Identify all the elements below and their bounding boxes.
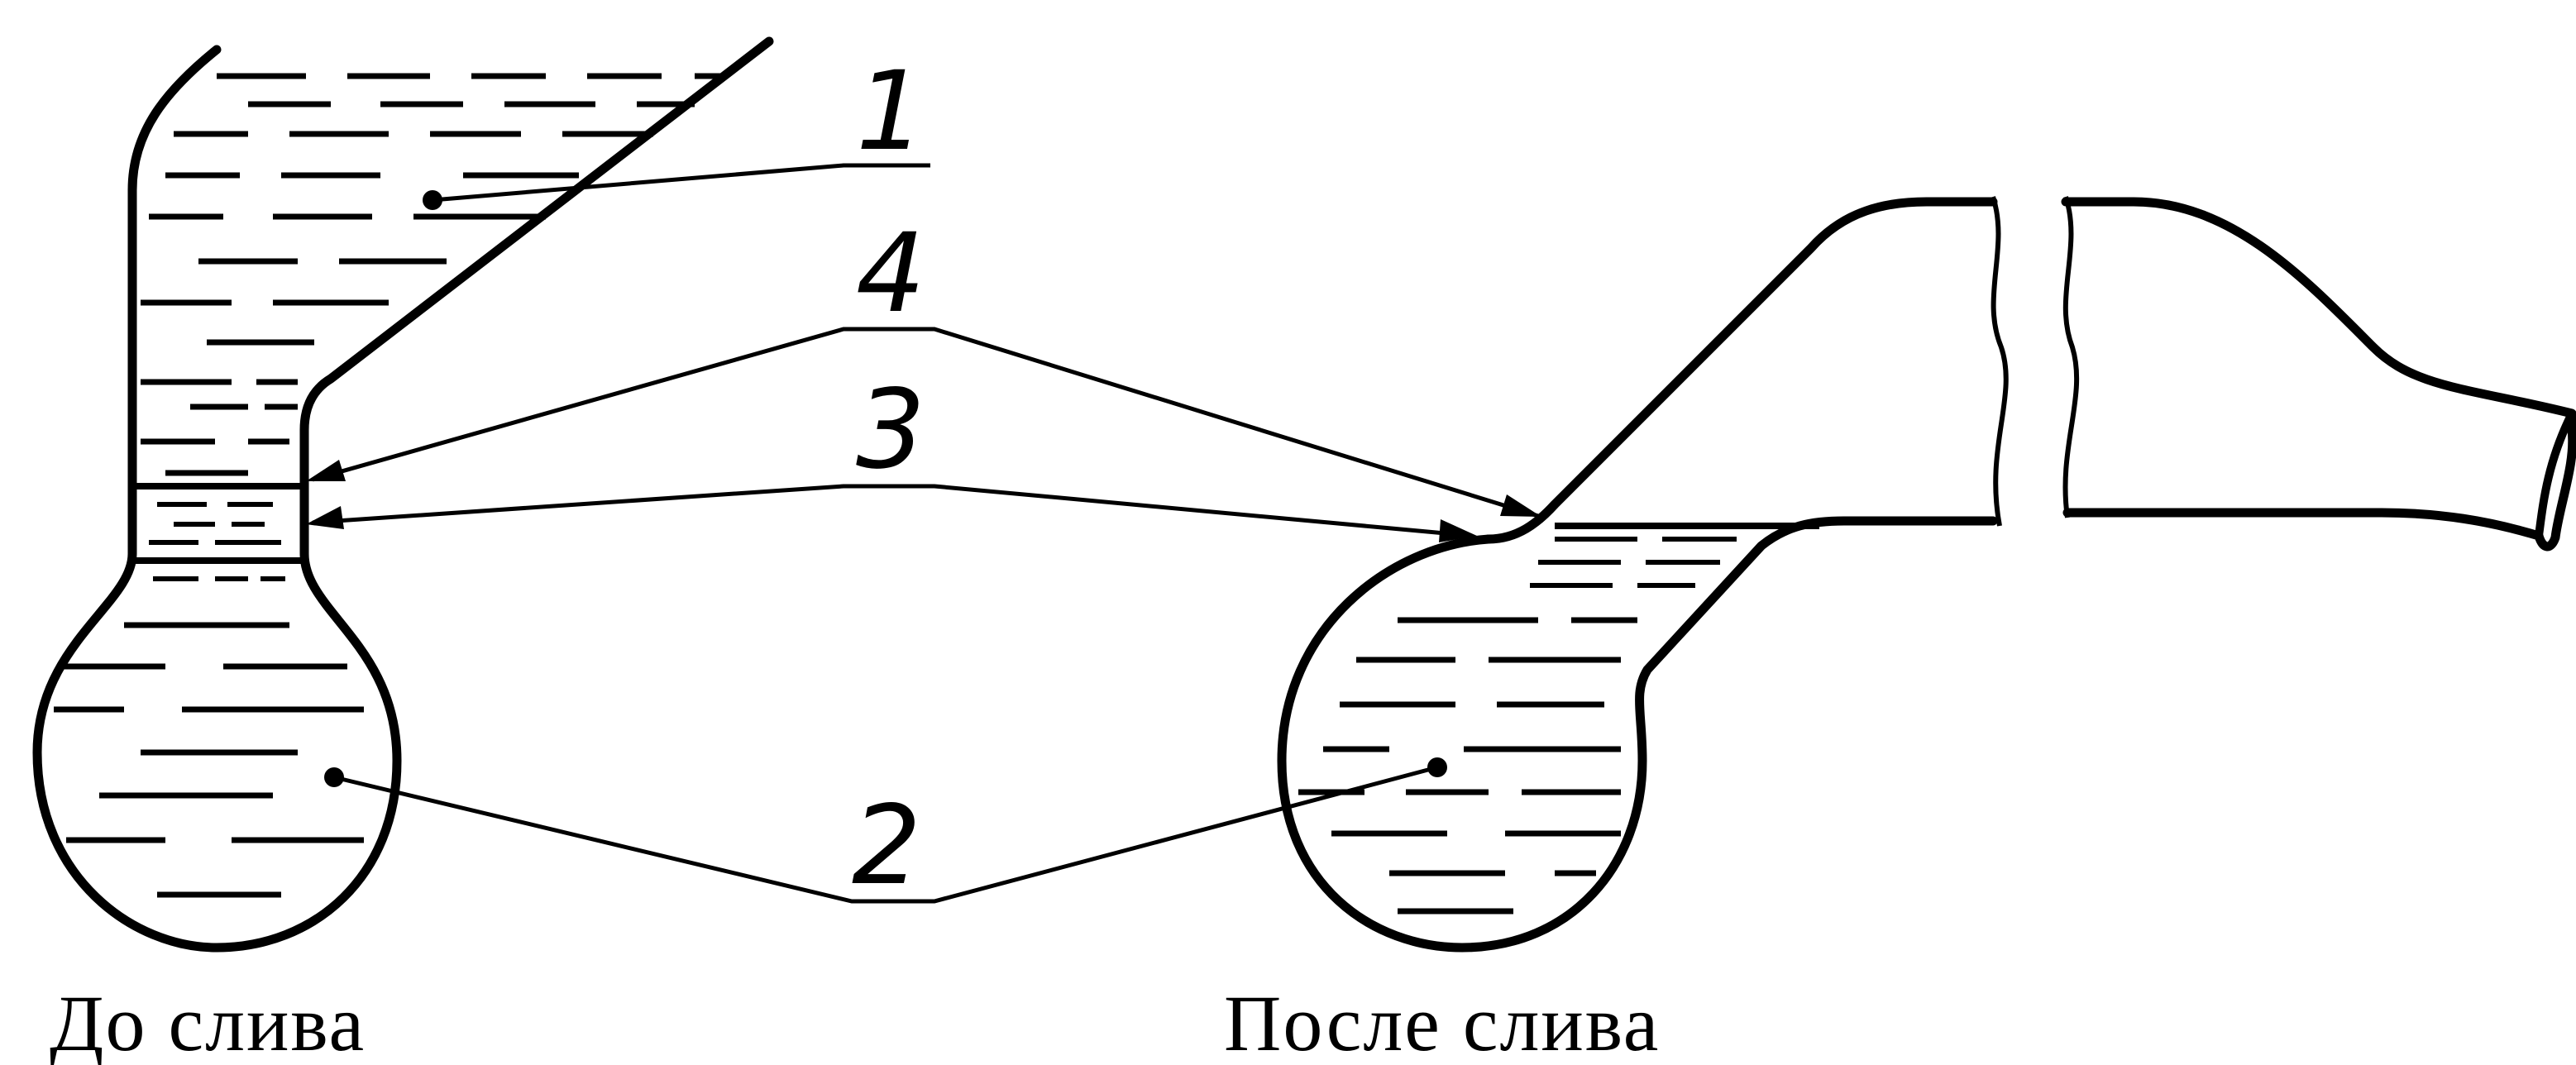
break-mark-right	[2062, 196, 2080, 518]
liquid-3-hatching-right	[1530, 537, 1737, 588]
flask-before-outline	[32, 36, 774, 953]
arrowhead-4-right	[1500, 494, 1541, 517]
flask-after	[1277, 196, 2576, 953]
callout-label-2: 2	[852, 782, 921, 910]
leader-2	[333, 765, 1438, 904]
liquid-1-hatching	[141, 73, 728, 476]
spout-lip	[2535, 411, 2576, 537]
dot-marker-2-right	[1427, 757, 1447, 777]
arrowhead-3-right	[1439, 519, 1477, 542]
caption-after: После слива	[1224, 979, 1660, 1065]
arrowhead-4-left	[306, 460, 346, 481]
liquid-2-hatching-left	[54, 622, 364, 898]
leader-1	[432, 163, 930, 203]
dot-marker-2-left	[324, 767, 344, 787]
leader-3	[312, 484, 1473, 538]
flask-after-outline-bulb	[1277, 516, 1998, 953]
dot-marker-1	[423, 190, 442, 210]
liquid-3-hatching	[149, 502, 285, 581]
caption-before: До слива	[50, 979, 366, 1065]
leader-markers	[306, 190, 1541, 787]
break-mark-left	[1991, 196, 2009, 527]
callout-label-1: 1	[856, 48, 925, 175]
flask-after-spout	[2061, 197, 2576, 552]
arrowhead-3-left	[306, 506, 344, 529]
liquid-2-hatching-right	[1298, 617, 1637, 915]
callout-label-4: 4	[856, 210, 925, 337]
flask-after-outline-upper	[1484, 197, 1998, 544]
flask-before	[32, 36, 774, 953]
leader-lines	[312, 163, 1539, 904]
leader-4	[312, 327, 1539, 518]
callout-label-3: 3	[856, 366, 925, 494]
